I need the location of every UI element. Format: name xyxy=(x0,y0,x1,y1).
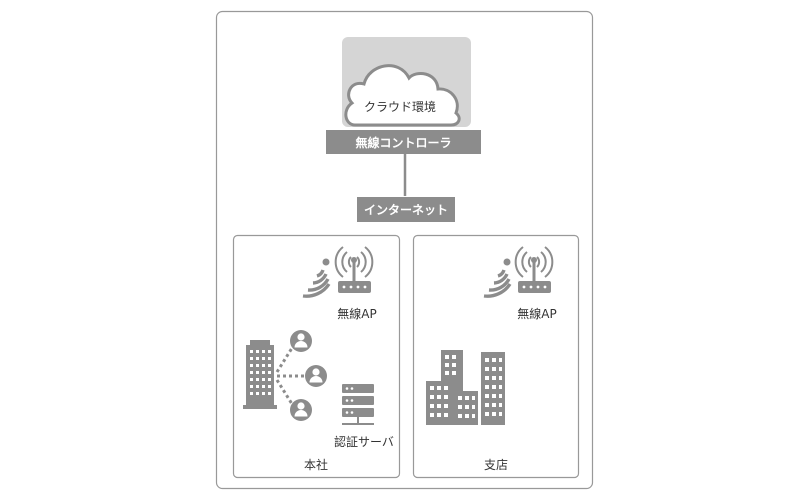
controller-label: 無線コントローラ xyxy=(355,135,452,150)
wifi-signal-icon xyxy=(483,258,512,298)
user-icon xyxy=(290,399,312,421)
internet-bar xyxy=(357,197,455,222)
cloud-icon xyxy=(344,64,461,127)
server-icon xyxy=(342,384,374,425)
office-building-icon xyxy=(243,340,277,409)
user-connector-lines xyxy=(275,347,304,405)
branch-label: 支店 xyxy=(483,458,509,472)
wifi-signal-icon xyxy=(302,258,331,298)
cloud-label: クラウド環境 xyxy=(363,100,437,114)
user-icon xyxy=(305,365,327,387)
internet-label: インターネット xyxy=(363,203,448,217)
access-point-icon xyxy=(334,246,374,293)
auth-server-label: 認証サーバ xyxy=(334,435,394,449)
branch-ap-label: 無線AP xyxy=(517,307,557,321)
hq-ap-label: 無線AP xyxy=(337,307,377,321)
access-point-icon xyxy=(514,246,554,293)
branch-buildings-icon xyxy=(426,350,505,425)
user-icon xyxy=(290,330,312,352)
controller-bar xyxy=(326,130,481,154)
hq-label: 本社 xyxy=(303,458,329,472)
